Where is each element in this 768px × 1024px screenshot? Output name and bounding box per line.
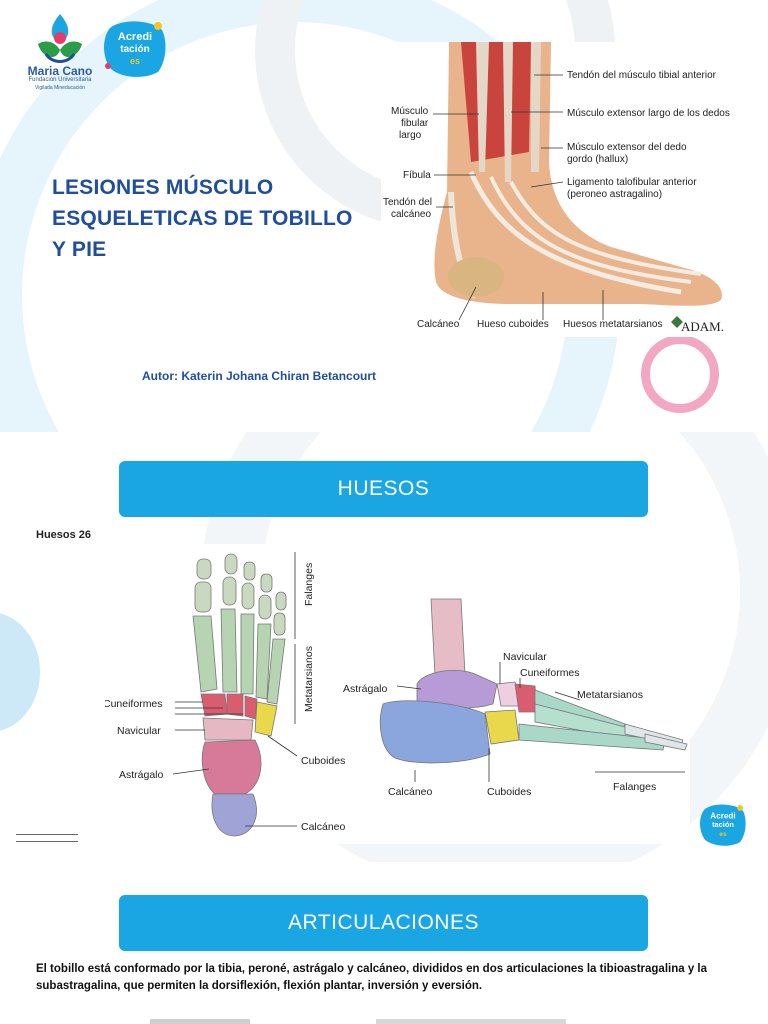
decor-ring-pink: [641, 335, 719, 413]
label-extensor-hallux-2: gordo (hallux): [567, 154, 628, 165]
badge-small-line-3: es: [719, 831, 727, 838]
label-musculo: Músculo: [391, 106, 429, 117]
adam-leaf-icon: [671, 316, 683, 328]
label-navicular-top: Navicular: [117, 725, 161, 737]
label-metatarsianos-side: Metatarsianos: [577, 689, 643, 701]
label-cuneiformes-side: Cuneiformes: [520, 667, 580, 679]
label-tendon-del: Tendón del: [383, 197, 432, 208]
badge-line-3: es: [130, 56, 140, 66]
label-astragalo-top: Astrágalo: [119, 769, 164, 781]
logo-subtitle-2: Vigilada Mineducación: [35, 85, 85, 91]
badge-line-1: Acredi: [118, 31, 152, 43]
foot-bones-illustration: Falanges Metatarsianos Cuneiformes Navic…: [103, 552, 688, 837]
label-extensor-hallux: Músculo extensor del dedo: [567, 142, 687, 153]
logo-flower-icon: [38, 14, 82, 63]
decor-lines: [16, 834, 78, 842]
label-fibular: fibular: [401, 118, 429, 129]
ankle-illustration: Tendón del músculo tibial anterior Múscu…: [383, 42, 730, 334]
label-navicular-side: Navicular: [503, 651, 547, 663]
label-calcaneo-tendon: calcáneo: [391, 209, 431, 220]
label-cuboides-top: Cuboides: [301, 755, 345, 767]
decor-ring-left: [0, 612, 40, 732]
image-strip-mid: [376, 1019, 566, 1024]
label-metatarsianos-top: Metatarsianos: [303, 646, 315, 712]
label-cuboides-side: Cuboides: [487, 786, 531, 798]
badge-small-line-2: tación: [712, 820, 734, 829]
title-slide: Maria Cano Fundación Universitaria Vigil…: [0, 0, 768, 432]
label-falanges-top: Falanges: [303, 563, 315, 606]
section-title-articulaciones: ARTICULACIONES: [119, 895, 648, 951]
acreditacion-badge: Acredi tación es: [102, 18, 168, 80]
badge-small-line-1: Acredi: [710, 811, 735, 820]
bones-slide: HUESOS Huesos 26: [0, 432, 768, 862]
logo-name: Maria Cano: [27, 64, 93, 78]
label-calcaneo-top: Calcáneo: [301, 821, 346, 833]
label-fibula: Fíbula: [403, 170, 431, 181]
label-falanges-side: Falanges: [613, 781, 656, 793]
author-line: Autor: Katerin Johana Chiran Betancourt: [142, 369, 377, 383]
label-hueso-cuboides: Hueso cuboides: [477, 319, 549, 330]
label-cuneiformes-top: Cuneiformes: [105, 698, 163, 710]
label-largo: largo: [399, 130, 422, 141]
bones-count: Huesos 26: [36, 529, 92, 541]
image-strip-left: [150, 1019, 250, 1024]
label-tendon-tibial: Tendón del músculo tibial anterior: [567, 70, 717, 81]
badge-line-2: tación: [120, 44, 149, 55]
logo-subtitle: Fundación Universitaria: [28, 77, 92, 83]
acreditacion-badge-small: Acredi tación es: [698, 802, 748, 848]
ankle-anatomy-figure: Tendón del músculo tibial anterior Múscu…: [381, 42, 746, 337]
bones-figure: Falanges Metatarsianos Cuneiformes Navic…: [103, 544, 690, 844]
joints-paragraph: El tobillo está conformado por la tibia,…: [36, 963, 708, 992]
badge-splash-icon-small: Acredi tación es: [700, 804, 746, 846]
label-astragalo-side: Astrágalo: [343, 683, 388, 695]
page-title: LESIONES MÚSCULO ESQUELETICAS DE TOBILLO…: [52, 176, 353, 261]
label-calcaneo: Calcáneo: [417, 319, 460, 330]
maria-cano-logo: Maria Cano Fundación Universitaria Vigil…: [20, 10, 100, 95]
label-metatarsianos: Huesos metatarsianos: [563, 319, 663, 330]
adam-brand: ADAM.: [681, 319, 724, 334]
joints-slide: ARTICULACIONES El tobillo está conformad…: [0, 862, 768, 1024]
section-title-huesos: HUESOS: [119, 461, 648, 517]
label-calcaneo-side: Calcáneo: [388, 786, 433, 798]
label-extensor-dedos: Músculo extensor largo de los dedos: [567, 108, 730, 119]
label-ligamento-2: (peroneo astragalino): [567, 189, 662, 200]
badge-splash-icon: Acredi tación es: [104, 21, 166, 77]
label-ligamento: Ligamento talofibular anterior: [567, 177, 697, 188]
